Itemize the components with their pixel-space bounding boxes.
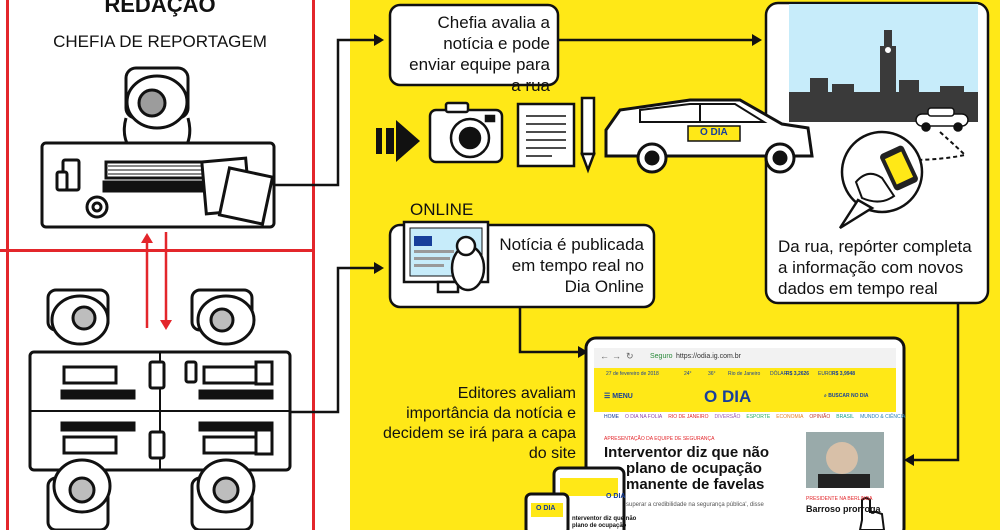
nav-opiniao[interactable]: OPINIÃO xyxy=(809,414,831,420)
back-icon: ← xyxy=(600,351,609,361)
reload-icon: ↻ xyxy=(626,351,634,361)
red-border-left xyxy=(6,0,9,530)
topbar-euro: EURO xyxy=(818,371,833,377)
pen-icon xyxy=(580,96,596,174)
up-down-arrow xyxy=(141,232,172,330)
menu-label: MENU xyxy=(612,393,633,400)
tablet-headline: nterventor diz que não plano de ocupação xyxy=(572,516,636,530)
arrowhead-street xyxy=(752,34,762,46)
side-headline[interactable]: Barroso prorroga xyxy=(806,504,881,514)
arrowhead-publicada xyxy=(374,262,384,274)
site-nav-items: HOME O DIA NA FOLIA RIO DE JANEIRO DIVER… xyxy=(604,414,905,420)
rua-text: Da rua, repórter completa a informação c… xyxy=(778,237,972,298)
topbar-min: 24° xyxy=(684,371,692,377)
news-headline[interactable]: Interventor diz que não plano de ocupaçã… xyxy=(604,445,804,493)
bottom-desk-illustration xyxy=(28,288,292,530)
connector-top xyxy=(274,38,375,187)
nav-folia[interactable]: O DIA NA FOLIA xyxy=(625,414,663,420)
go-arrow-icon xyxy=(376,120,420,162)
phone-header xyxy=(531,503,563,517)
clock-icon xyxy=(885,47,891,53)
nav-home[interactable]: HOME xyxy=(604,414,619,420)
nav-brasil[interactable]: BRASIL xyxy=(836,414,855,420)
menu-icon: ☰ xyxy=(604,393,611,400)
left-title: REDAÇÃO xyxy=(104,0,216,17)
editores-text: Editores avaliam importância da notícia … xyxy=(383,385,576,462)
topbar-dolar: DÓLAR xyxy=(770,371,788,377)
small-car-icon xyxy=(915,107,969,132)
forward-icon: → xyxy=(612,351,621,361)
publicada-text: Notícia é publicada em tempo real no Dia… xyxy=(499,235,644,296)
car-illustration xyxy=(604,98,814,174)
camera-icon xyxy=(428,101,504,164)
topbar-city: Rio de Janeiro xyxy=(728,371,761,377)
headline-line-1: Interventor diz que não xyxy=(604,444,770,461)
site-nav xyxy=(594,412,896,424)
side-kicker: PRESIDENTE NA BERLINDA xyxy=(806,496,873,502)
hand-phone-icon xyxy=(854,145,918,203)
red-border-right xyxy=(312,0,315,530)
red-divider xyxy=(0,249,313,252)
nav-economia[interactable]: ECONOMIA xyxy=(776,414,804,420)
connector-bottom xyxy=(290,266,375,414)
phone-logo: O DIA xyxy=(536,505,556,512)
search-label: BUSCAR NO DIA xyxy=(828,393,869,399)
tablet-header xyxy=(560,478,618,496)
dashed-path xyxy=(909,131,968,161)
car-brand: O DIA xyxy=(700,127,728,138)
online-computer-illustration xyxy=(402,220,490,294)
secure-label: Seguro xyxy=(650,353,673,360)
online-label: ONLINE xyxy=(410,200,474,219)
search-link[interactable]: ⌕ BUSCAR NO DIA xyxy=(824,393,868,399)
menu-button[interactable]: ☰ MENU xyxy=(604,392,633,400)
bubble-tail xyxy=(838,198,875,230)
tablet-headline-2: plano de ocupação xyxy=(572,523,627,529)
connector-rua xyxy=(912,303,960,462)
nav-rio[interactable]: RIO DE JANEIRO xyxy=(668,414,709,420)
top-desk-illustration xyxy=(40,66,276,229)
paper-icon xyxy=(516,102,576,168)
topbar-date: 27 de fevereiro de 2018 xyxy=(606,371,659,377)
arrowhead-chefia xyxy=(374,34,384,46)
tablet-logo: O DIA xyxy=(606,493,626,500)
news-photo-face xyxy=(826,442,858,474)
site-topbar xyxy=(594,368,896,382)
headline-line-3: manente de favelas xyxy=(626,476,765,493)
url-text: https://odia.ig.com.br xyxy=(676,353,741,360)
nav-esporte[interactable]: ESPORTE xyxy=(746,414,771,420)
site-header xyxy=(594,382,896,412)
news-kicker: APRESENTAÇÃO DA EQUIPE DE SEGURANÇA xyxy=(604,436,715,442)
left-subtitle: CHEFIA DE REPORTAGEM xyxy=(53,32,267,51)
news-sub: superar a credibilidade na segurança púb… xyxy=(626,502,764,508)
tablet-headline-1: nterventor diz que não xyxy=(572,516,637,522)
chefia-text: Chefia avalia a notícia e pode enviar eq… xyxy=(409,13,550,95)
box-chefia xyxy=(388,3,560,87)
nav-diversao[interactable]: DIVERSÃO xyxy=(714,414,741,420)
cursor-hand-icon xyxy=(858,497,886,530)
arrowhead-editores xyxy=(578,346,588,358)
site-logo[interactable]: O DIA xyxy=(704,387,752,406)
headline-line-2: plano de ocupação xyxy=(626,460,762,477)
connector-editores xyxy=(518,307,580,354)
arrowhead-rua xyxy=(904,454,914,466)
topbar-dolar-value: R$ 3,2626 xyxy=(786,371,810,377)
topbar-max: 36° xyxy=(708,371,716,377)
search-icon: ⌕ xyxy=(824,393,827,399)
news-photo-suit xyxy=(818,474,870,488)
address-bar xyxy=(594,348,896,368)
topbar-euro-value: R$ 3,9948 xyxy=(832,371,856,377)
nav-mundo[interactable]: MUNDO & CIÊNCIA xyxy=(860,414,906,420)
